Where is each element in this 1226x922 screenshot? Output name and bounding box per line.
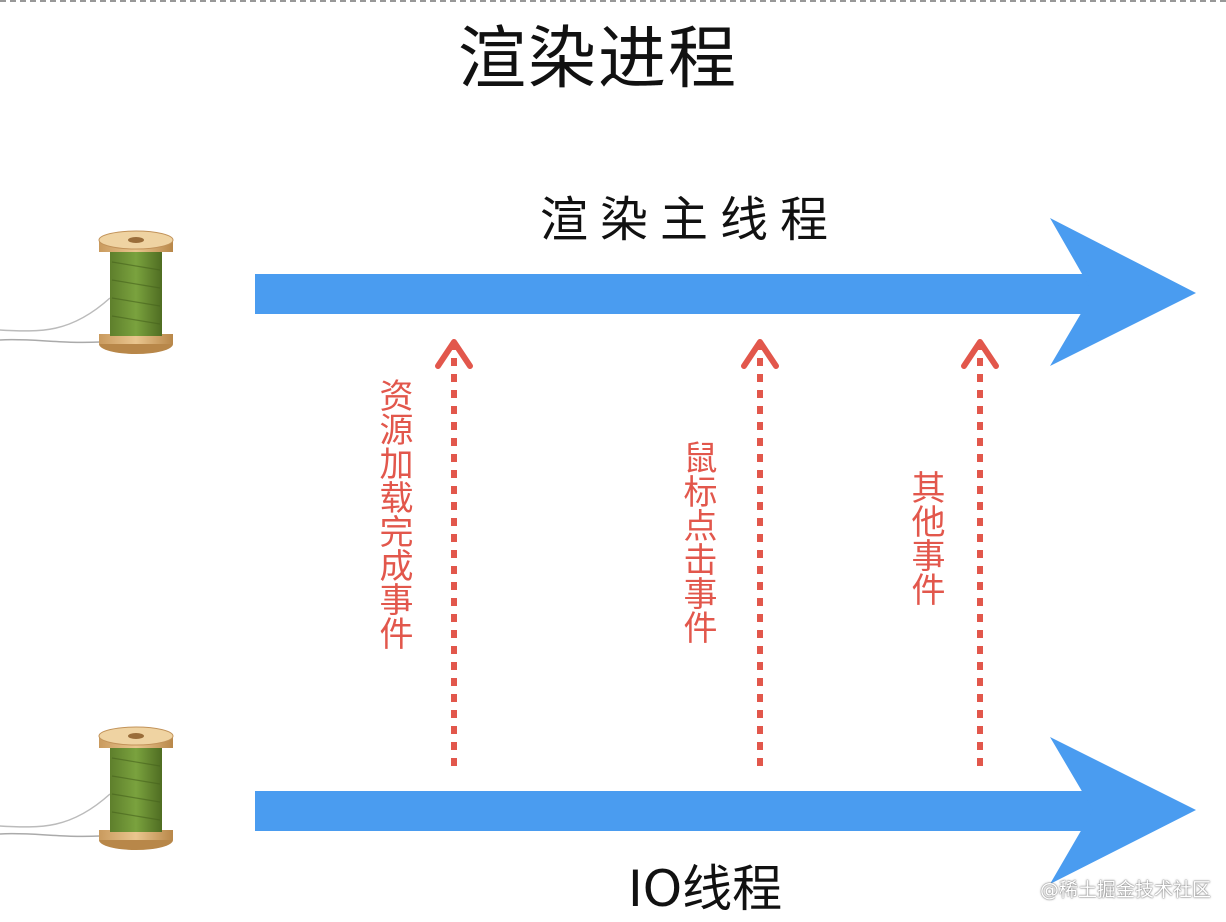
diagram-title: 渲染进程 [458, 20, 739, 99]
thread-spool-icon [0, 726, 174, 850]
main-thread-arrow [255, 218, 1196, 366]
event-label-mouse-click: 鼠标点击事件 [677, 440, 717, 644]
io-thread-arrow [255, 737, 1196, 884]
event-label-resource-loaded: 资源加载完成事件 [373, 378, 413, 650]
event-label-other: 其他事件 [905, 470, 945, 606]
event-arrow-other [961, 339, 999, 766]
top-dashed-border [0, 0, 1226, 2]
event-arrow-resource-loaded [435, 339, 473, 766]
watermark-text: @稀土掘金技术社区 [1040, 879, 1212, 901]
event-arrow-mouse-click [741, 339, 779, 766]
io-thread-label: IO线程 [628, 860, 783, 918]
main-thread-label: 渲染主线程 [540, 192, 841, 248]
thread-spool-icon [0, 230, 174, 354]
